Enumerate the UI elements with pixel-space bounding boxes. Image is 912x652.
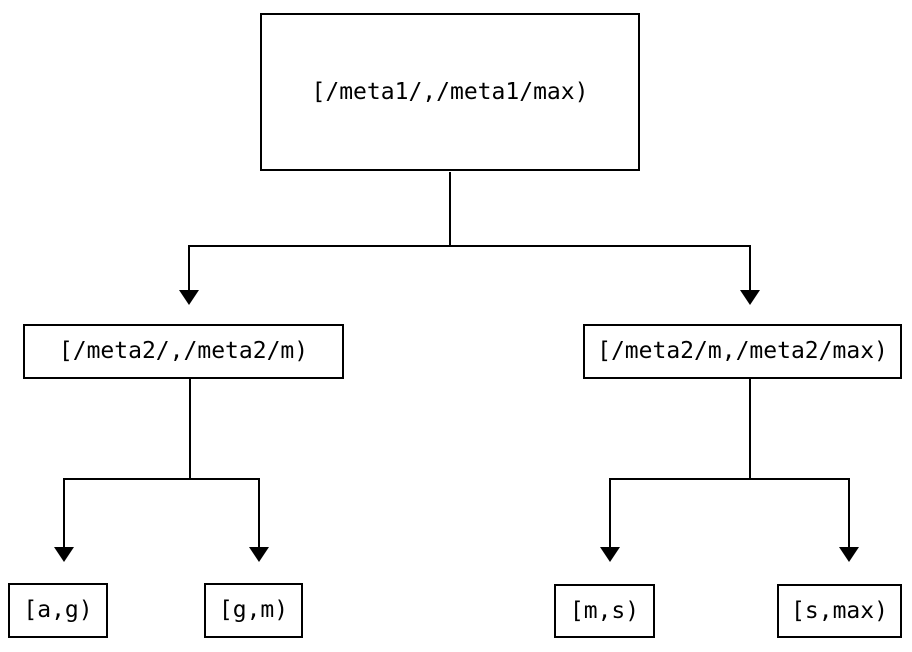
root-node-label: [/meta1/,/meta1/max) bbox=[311, 78, 589, 105]
leaf-node-label-smax: [s,max) bbox=[791, 597, 888, 624]
arrow-down-icon bbox=[249, 547, 269, 562]
left-child-node-label: [/meta2/,/meta2/m) bbox=[58, 338, 309, 364]
leaf-node-box-ms: [m,s) bbox=[554, 584, 655, 638]
leaf-node-box-smax: [s,max) bbox=[777, 584, 902, 638]
leaf-node-box-ag: [a,g) bbox=[8, 583, 108, 638]
root-node-box: [/meta1/,/meta1/max) bbox=[260, 13, 640, 171]
right-child-node-box: [/meta2/m,/meta2/max) bbox=[583, 324, 902, 379]
arrow-down-icon bbox=[600, 547, 620, 562]
arrow-down-icon bbox=[54, 547, 74, 562]
leaf-node-label-ms: [m,s) bbox=[569, 597, 640, 624]
leaf-node-box-gm: [g,m) bbox=[204, 583, 303, 638]
leaf-node-label-gm: [g,m) bbox=[218, 597, 289, 623]
right-child-node-label: [/meta2/m,/meta2/max) bbox=[597, 338, 888, 364]
arrow-down-icon bbox=[839, 547, 859, 562]
arrow-down-icon bbox=[740, 290, 760, 305]
level2-right-bracket-line bbox=[609, 478, 850, 548]
leaf-node-label-ag: [a,g) bbox=[23, 597, 93, 623]
level1-bracket-line bbox=[188, 245, 751, 291]
level2-left-bracket-line bbox=[63, 478, 260, 548]
left-child-node-box: [/meta2/,/meta2/m) bbox=[23, 324, 344, 379]
arrow-down-icon bbox=[179, 290, 199, 305]
